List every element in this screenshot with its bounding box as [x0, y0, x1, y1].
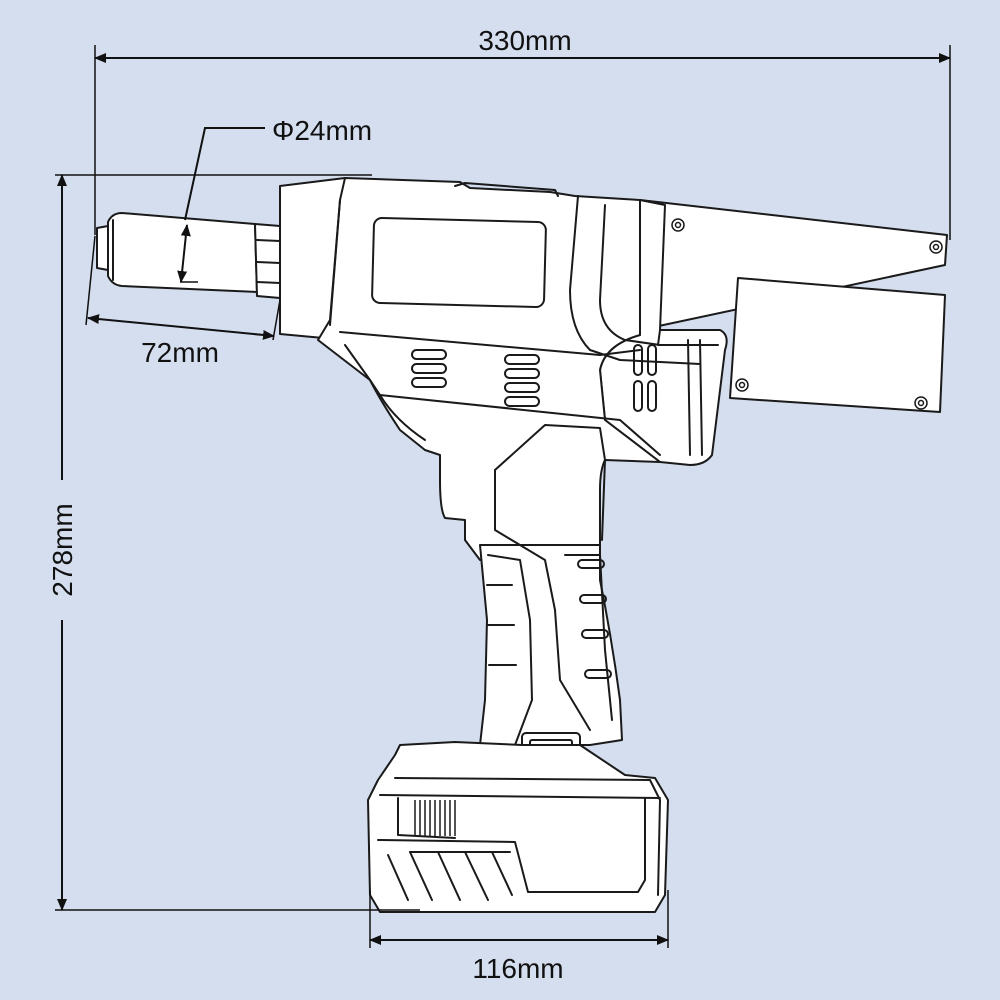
dimension-battery-width: 116mm: [369, 890, 669, 984]
nose-assembly: [96, 177, 346, 341]
dimension-nose-length: 72mm: [85, 235, 281, 368]
battery-width-label: 116mm: [472, 953, 563, 984]
rear-housing: [639, 199, 948, 413]
battery-pack: [367, 741, 669, 913]
main-body: [317, 177, 701, 561]
rivet-tool: [96, 177, 948, 913]
dimension-overall-height: 278mm: [47, 174, 420, 911]
vent-slots: [411, 344, 657, 412]
nose-length-label: 72mm: [141, 337, 219, 368]
overall-length-label: 330mm: [478, 25, 571, 56]
dimension-nose-diameter: Φ24mm: [177, 115, 372, 283]
dimension-overall-length: 330mm: [94, 25, 951, 240]
nose-diameter-label: Φ24mm: [272, 115, 372, 146]
overall-height-label: 278mm: [47, 503, 78, 596]
